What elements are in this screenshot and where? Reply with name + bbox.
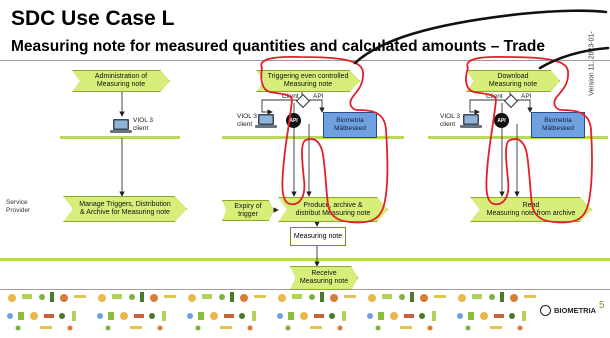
page-number: 5 bbox=[599, 300, 605, 311]
laptop-icon bbox=[255, 114, 277, 128]
laptop-icon bbox=[460, 114, 482, 128]
lane-divider-top bbox=[0, 60, 610, 61]
api-label-1: API bbox=[313, 93, 324, 100]
biometria-matbesked-label-2: Biometria Mätbesked bbox=[542, 117, 574, 132]
receive-measuring-note-step: Receive Measuring note bbox=[290, 266, 358, 290]
biometria-matbesked-label-1: Biometria Mätbesked bbox=[334, 117, 366, 132]
biometria-logo-icon bbox=[540, 305, 551, 316]
administration-of-measuring-note-step: Administration of Measuring note bbox=[72, 70, 170, 92]
viol3-client-label-3: VIOL 3 client bbox=[440, 113, 460, 128]
measuring-note-document: Measuring note bbox=[290, 227, 346, 246]
biometria-matbesked-box-1: Biometria Mätbesked bbox=[323, 112, 377, 138]
black-annotation-arrow-1 bbox=[353, 9, 608, 65]
biometria-logo-text: BIOMETRIA bbox=[554, 306, 597, 315]
download-step-label: Download Measuring note bbox=[488, 73, 538, 88]
expiry-of-trigger-label: Expiry of trigger bbox=[234, 202, 262, 218]
produce-archive-label: Produce, archive & distribut Measuring n… bbox=[295, 201, 371, 217]
triggering-step: Triggering even controlled Measuring not… bbox=[256, 70, 360, 92]
administration-step-label: Administration of Measuring note bbox=[94, 73, 148, 88]
triggering-step-label: Triggering even controlled Measuring not… bbox=[267, 73, 349, 88]
viol3-client-label-1: VIOL 3 client bbox=[133, 117, 153, 132]
red-annotation-outline-2 bbox=[465, 55, 593, 224]
receive-measuring-note-label: Receive Measuring note bbox=[299, 270, 349, 285]
slide-title: SDC Use Case L bbox=[11, 7, 175, 30]
decorative-footer-pattern bbox=[7, 292, 536, 331]
lane-divider-green-2 bbox=[222, 136, 404, 139]
viol3-client-label-2: VIOL 3 client bbox=[237, 113, 257, 128]
slide-subtitle: Measuring note for measured quantities a… bbox=[11, 38, 546, 55]
service-provider-label: Service Provider bbox=[6, 199, 31, 214]
measuring-note-label: Measuring note bbox=[293, 233, 343, 240]
read-measuring-note-label: Read Measuring note from archive bbox=[486, 201, 576, 217]
biometria-matbesked-box-2: Biometria Mätbesked bbox=[531, 112, 585, 138]
laptop-icon bbox=[110, 119, 132, 133]
lane-divider-green-1 bbox=[60, 136, 180, 139]
produce-archive-distribute-step: Produce, archive & distribut Measuring n… bbox=[278, 197, 388, 222]
lane-divider-green-4 bbox=[0, 258, 610, 261]
api-label-2: API bbox=[521, 93, 532, 100]
manage-triggers-label: Manage Triggers, Distribution & Archive … bbox=[79, 201, 171, 216]
lane-divider-green-3 bbox=[428, 136, 608, 139]
api-badge-2: API bbox=[494, 113, 509, 128]
black-annotation-arrow-2 bbox=[538, 46, 610, 70]
biometria-logo: BIOMETRIA bbox=[540, 305, 596, 316]
expiry-of-trigger-label-box: Expiry of trigger bbox=[222, 200, 274, 221]
download-measuring-note-step: Download Measuring note bbox=[466, 70, 560, 92]
red-annotation-outline-1 bbox=[260, 55, 389, 224]
manage-triggers-step: Manage Triggers, Distribution & Archive … bbox=[63, 196, 187, 222]
